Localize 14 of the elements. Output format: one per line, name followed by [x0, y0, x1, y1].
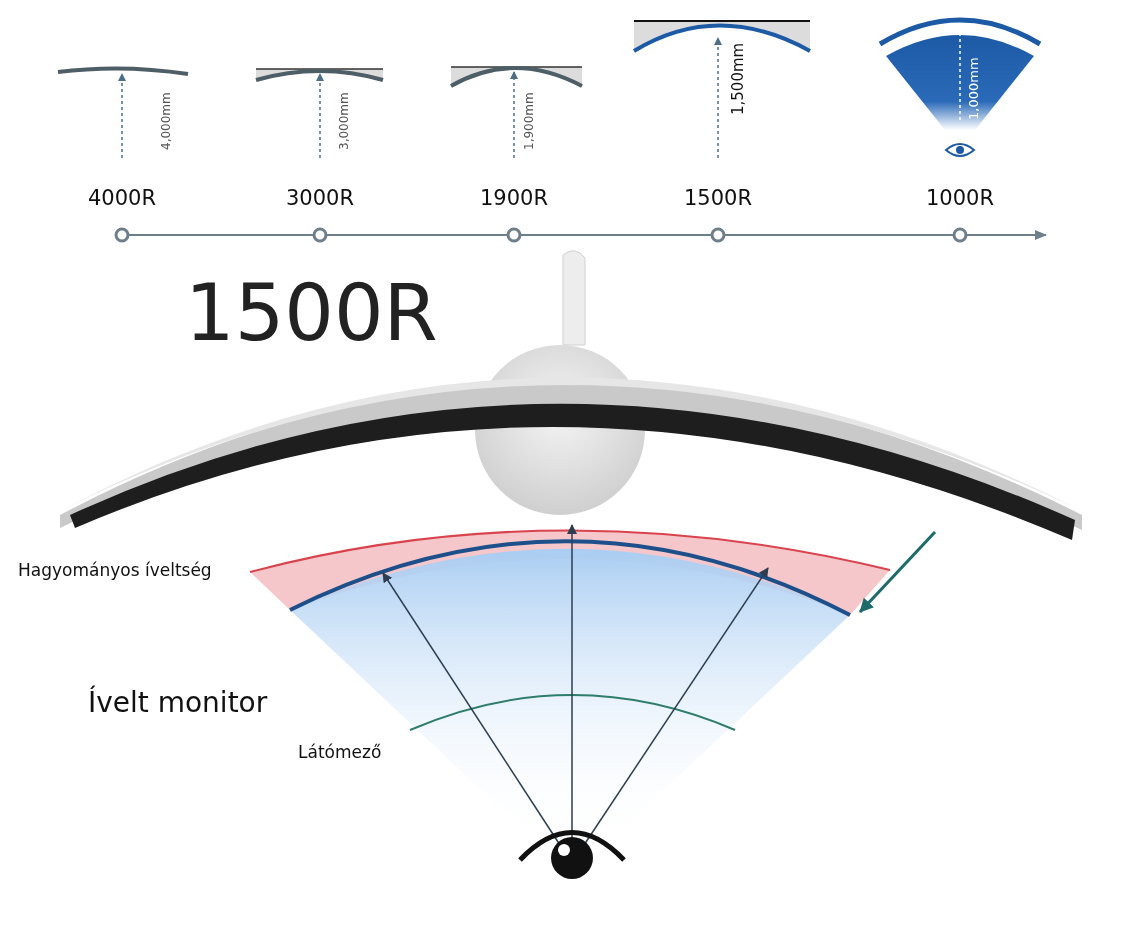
product-label: Ívelt monitor: [88, 686, 268, 719]
curvature-label: 1500R: [684, 186, 753, 210]
curve-label: Hagyományos íveltség: [18, 560, 212, 580]
curvature-label: 1900R: [480, 186, 549, 210]
dimension-label: 4,000mm: [159, 92, 173, 150]
curvature-label: 4000R: [88, 186, 157, 210]
dimension-label: 1,500mm: [729, 42, 747, 115]
field-of-view-label: Látómező: [298, 742, 382, 762]
dimension-label: 1,900mm: [522, 92, 536, 150]
curvature-label: 1000R: [926, 186, 995, 210]
heading: 1500R: [185, 268, 438, 358]
dimension-label: 3,000mm: [337, 92, 351, 150]
dimension-label: 1,000mm: [966, 57, 981, 120]
curvature-label: 3000R: [286, 186, 355, 210]
